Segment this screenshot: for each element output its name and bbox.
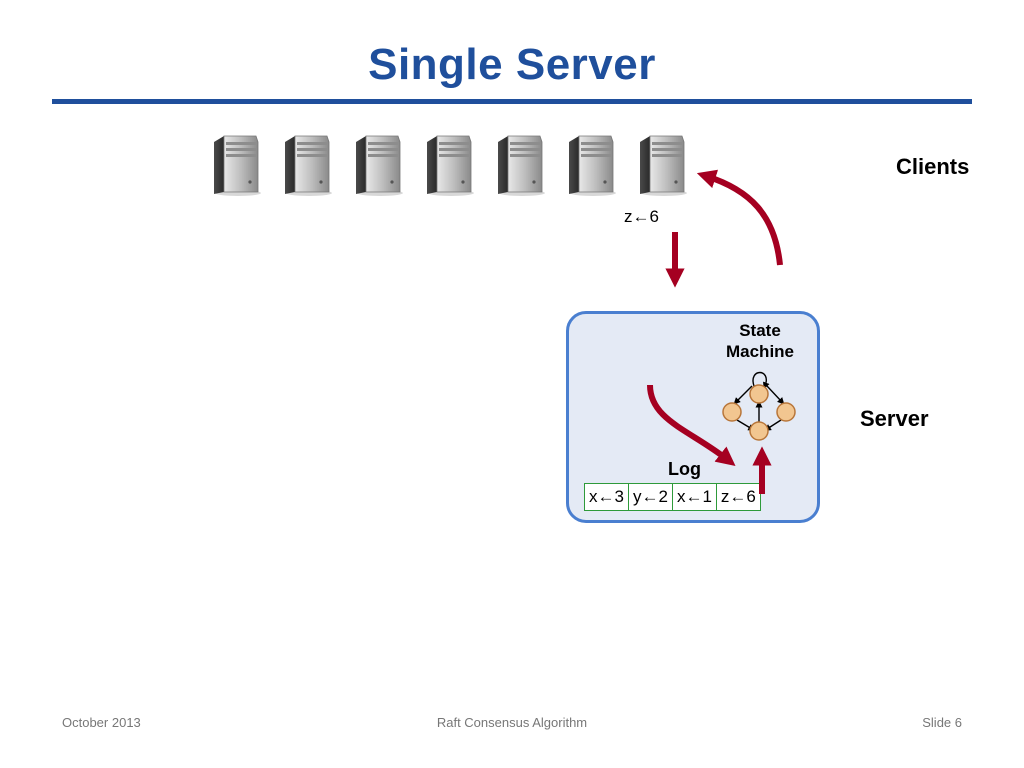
footer-slide-number: Slide 6 [922, 715, 962, 730]
log-entry: y←2 [629, 484, 673, 510]
slide-title: Single Server [368, 40, 656, 89]
state-node [749, 384, 769, 404]
response-arrow [696, 169, 783, 266]
client-server-icon [569, 135, 616, 196]
footer-date: October 2013 [62, 715, 141, 730]
state-machine-label-line2: Machine [725, 342, 795, 361]
log-entry: x←1 [673, 484, 717, 510]
log-entry: x←3 [585, 484, 629, 510]
state-node [776, 402, 796, 422]
state-node [722, 402, 742, 422]
client-server-icon [427, 135, 474, 196]
command-label: z←6 [624, 207, 659, 226]
clients-label: Clients [896, 154, 970, 179]
append-arrow [647, 384, 736, 466]
client-server-icon [214, 135, 261, 196]
state-node [749, 421, 769, 441]
server-label: Server [860, 406, 929, 431]
log-entry: z←6 [720, 487, 756, 506]
client-server-icon [498, 135, 545, 196]
state-machine-label: State Machine [700, 320, 820, 362]
client-server-icon [640, 135, 687, 196]
title-divider [52, 99, 972, 104]
log-label: Log [668, 459, 701, 479]
footer-topic: Raft Consensus Algorithm [436, 715, 588, 730]
state-machine-label-line1: State [739, 321, 781, 340]
log: x←3 y←2 x←1 z←6 [584, 483, 761, 511]
state-machine-graphic [722, 371, 796, 441]
client-server-icon [356, 135, 403, 196]
client-server-icon [285, 135, 332, 196]
